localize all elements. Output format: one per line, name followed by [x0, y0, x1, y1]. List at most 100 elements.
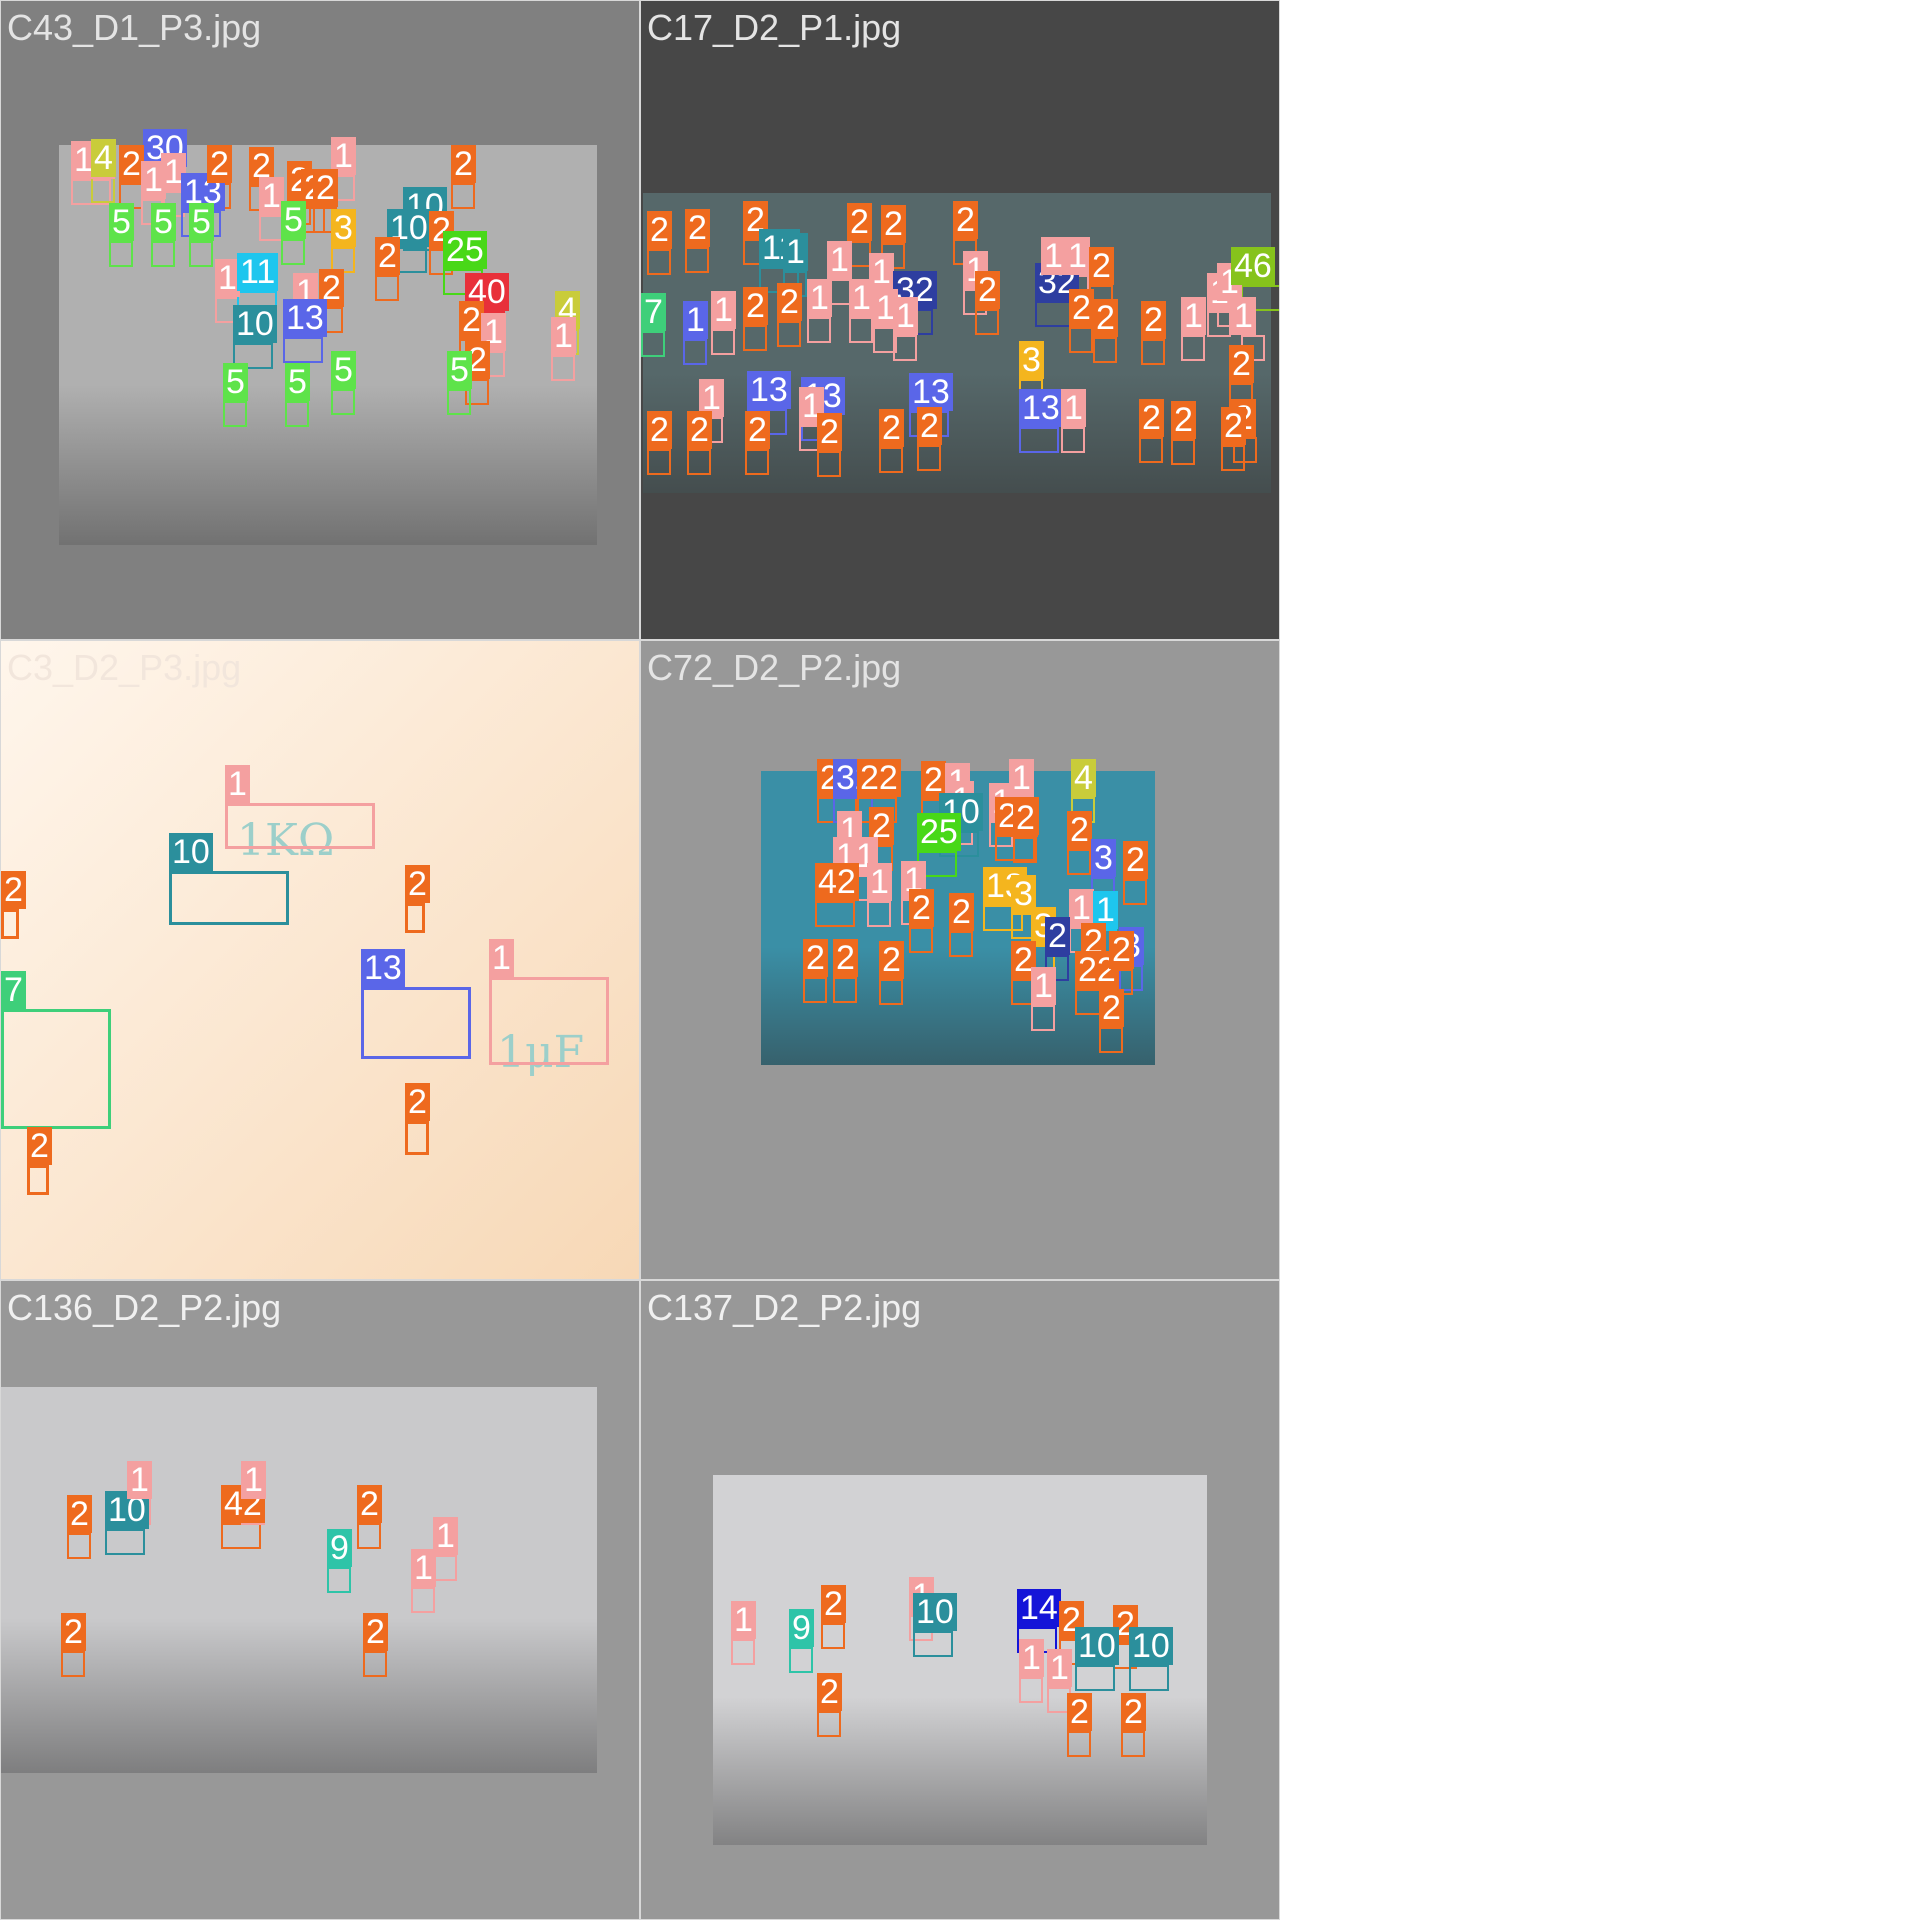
class-label: 1 — [683, 301, 708, 339]
detection-box — [109, 241, 133, 267]
class-label: 2 — [1121, 1693, 1146, 1731]
class-label: 1 — [1181, 297, 1206, 335]
class-label: 1 — [241, 1461, 266, 1499]
class-label: 1 — [711, 291, 736, 329]
class-label: 2 — [647, 411, 672, 449]
detection-box — [327, 1567, 351, 1593]
detection-box — [1, 909, 19, 939]
detection-box — [169, 871, 289, 925]
class-label: 1 — [1031, 967, 1056, 1005]
detection-box — [67, 1533, 91, 1559]
class-label: 13 — [909, 373, 953, 411]
class-label: 2 — [817, 1673, 842, 1711]
class-label: 2 — [1171, 401, 1196, 439]
detection-box — [1013, 837, 1037, 863]
detection-box — [447, 389, 471, 415]
class-label: 7 — [641, 293, 666, 331]
detection-box — [641, 331, 665, 357]
class-label: 2 — [1221, 407, 1246, 445]
class-label: 13 — [1019, 389, 1063, 427]
class-label: 2 — [745, 411, 770, 449]
detection-box — [411, 1587, 435, 1613]
class-label: 10 — [169, 833, 213, 871]
class-label: 2 — [949, 893, 974, 931]
detection-box — [405, 903, 425, 933]
detection-box — [917, 445, 941, 471]
handwritten-annotation: 1μF — [497, 1027, 585, 1078]
class-label: 2 — [847, 203, 872, 241]
detection-box — [683, 339, 707, 365]
detection-box — [1181, 335, 1205, 361]
class-label: 1 — [215, 259, 240, 297]
class-label: 10 — [1129, 1627, 1173, 1665]
class-label: 2 — [1045, 917, 1070, 955]
class-label: 1 — [161, 153, 186, 191]
detection-box — [817, 451, 841, 477]
detection-box — [233, 343, 273, 369]
class-label: 2 — [685, 209, 710, 247]
class-label: 2 — [1109, 931, 1134, 969]
detection-box — [803, 977, 827, 1003]
class-label: 2 — [1089, 247, 1114, 285]
detection-box — [1123, 879, 1147, 905]
class-label: 2 — [803, 939, 828, 977]
class-label: 13 — [283, 299, 327, 337]
class-label: 2 — [1093, 299, 1118, 337]
class-label: 2 — [1141, 301, 1166, 339]
detection-box — [1067, 1731, 1091, 1757]
detection-box — [283, 337, 323, 363]
class-label: 2 — [1139, 399, 1164, 437]
detection-box — [873, 327, 897, 353]
detection-box — [983, 905, 1023, 931]
detection-box — [879, 447, 903, 473]
detection-box — [91, 177, 115, 203]
class-label: 2 — [459, 301, 484, 339]
detection-box — [27, 1165, 49, 1195]
detection-box — [1075, 1665, 1115, 1691]
class-label: 1 — [783, 233, 808, 271]
class-label: 1 — [551, 317, 576, 355]
detection-box — [285, 401, 309, 427]
class-label: 7 — [1, 971, 26, 1009]
class-label: 2 — [975, 271, 1000, 309]
class-label: 2 — [405, 865, 430, 903]
class-label: 42 — [815, 863, 859, 901]
detection-box — [451, 183, 475, 209]
class-label: 3 — [1019, 341, 1044, 379]
detection-box — [975, 309, 999, 335]
class-label: 10 — [1075, 1627, 1119, 1665]
class-label: 1 — [827, 241, 852, 279]
detection-box — [1069, 327, 1093, 353]
detection-box — [1067, 849, 1091, 875]
class-label: 1 — [1041, 237, 1066, 275]
detection-box — [879, 979, 903, 1005]
detection-box — [259, 215, 283, 241]
class-label: 10 — [913, 1593, 957, 1631]
detection-box — [433, 1555, 457, 1581]
detection-box — [909, 927, 933, 953]
detection-box — [151, 241, 175, 267]
detection-box — [1099, 1027, 1123, 1053]
class-label: 1 — [731, 1601, 756, 1639]
class-label: 10 — [233, 305, 277, 343]
class-label: 2 — [917, 407, 942, 445]
photo-area — [59, 145, 597, 545]
detection-box — [893, 335, 917, 361]
detection-box — [225, 803, 375, 849]
class-label: 2 — [687, 411, 712, 449]
class-label: 3 — [331, 209, 356, 247]
class-label: 5 — [281, 201, 306, 239]
detection-box — [647, 449, 671, 475]
class-label: 2 — [821, 1585, 846, 1623]
detection-box — [1061, 427, 1085, 453]
class-label: 2 — [777, 283, 802, 321]
detection-box — [711, 329, 735, 355]
image-filename: C72_D2_P2.jpg — [647, 647, 902, 688]
class-label: 1 — [1061, 389, 1086, 427]
detection-box — [867, 901, 891, 927]
class-label: 1 — [141, 161, 166, 199]
handwritten-annotation: 1KΩ — [237, 815, 335, 866]
class-label: 2 — [869, 807, 894, 845]
